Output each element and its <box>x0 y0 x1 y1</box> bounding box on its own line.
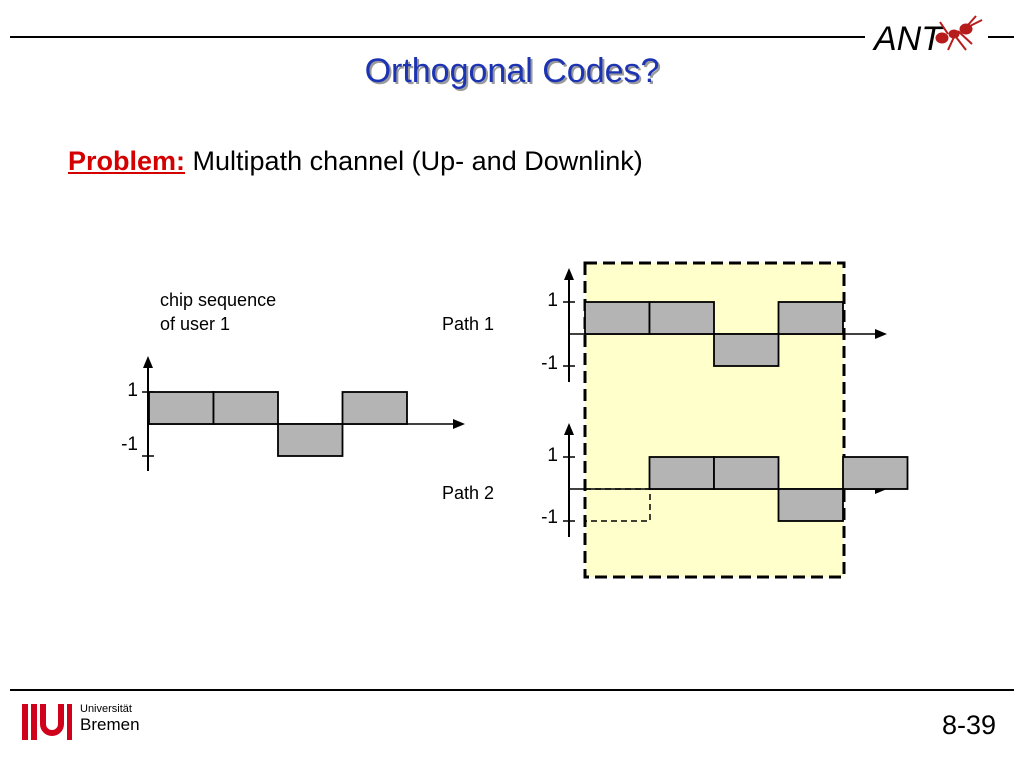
user1-chip-2 <box>212 391 279 425</box>
user1-chip-1 <box>148 391 215 425</box>
path1-level-low: -1 <box>541 353 558 374</box>
user1-y-arrow <box>143 356 153 368</box>
ant-logo: ANT <box>872 15 983 56</box>
problem-text: Multipath channel (Up- and Downlink) <box>185 146 643 176</box>
path1-chip-3 <box>713 333 780 367</box>
path2-y-arrow <box>564 423 574 435</box>
path2-chip-4 <box>842 456 909 490</box>
user-chip-label: chip sequence of user 1 <box>160 290 277 334</box>
footer-rule <box>10 689 1014 691</box>
user1-chip-4 <box>341 391 408 425</box>
path1-x-arrow <box>875 329 887 339</box>
user1-chips <box>148 391 408 457</box>
path2-chip-2 <box>713 456 780 490</box>
university-name-line2: Bremen <box>80 715 140 734</box>
user1-x-arrow <box>453 419 465 429</box>
path2-chip-3 <box>777 488 844 522</box>
user1-chip-3 <box>277 423 344 457</box>
path2-level-high: 1 <box>547 445 558 466</box>
path1-level-high: 1 <box>547 290 558 311</box>
path2-previous-chip <box>585 488 651 522</box>
slide-title: Orthogonal Codes? <box>364 52 660 90</box>
problem-label: Problem: <box>68 146 186 176</box>
path2-chip-1 <box>648 456 715 490</box>
path1-label: Path 1 <box>442 314 495 334</box>
path1-y-arrow <box>564 268 574 280</box>
university-bremen-logo-icon <box>22 704 72 740</box>
user1-level-high: 1 <box>127 380 138 401</box>
ant-logo-text: ANT <box>872 20 944 56</box>
path1-chip-4 <box>777 301 844 335</box>
path1-chip-1 <box>584 301 651 335</box>
page-number: 8-39 <box>941 710 996 740</box>
path1-chip-2 <box>648 301 715 335</box>
university-name-line1: Universität <box>80 703 132 715</box>
ant-icon <box>935 15 983 51</box>
path1-chips <box>584 301 844 367</box>
user1-level-low: -1 <box>121 434 138 455</box>
path2-label: Path 2 <box>442 483 495 503</box>
path2-chips <box>648 456 909 522</box>
path2-level-low: -1 <box>541 507 558 528</box>
header-rule <box>10 36 865 38</box>
header-rule-right <box>988 36 1014 38</box>
problem-statement: Problem: Multipath channel (Up- and Down… <box>68 146 643 177</box>
